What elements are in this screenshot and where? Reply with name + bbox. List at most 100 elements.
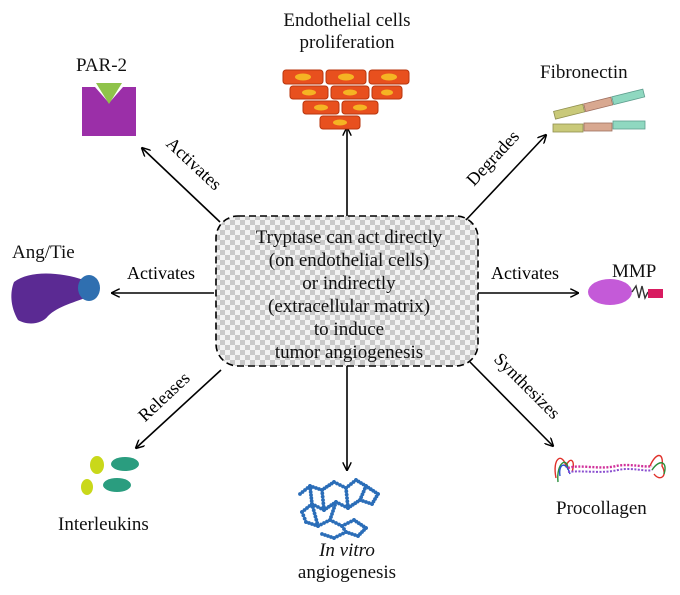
network-bead <box>341 531 345 536</box>
network-bead <box>342 527 346 531</box>
network-bead <box>341 484 345 489</box>
network-bead <box>349 519 353 524</box>
network-bead <box>310 505 315 510</box>
network-bead <box>321 504 326 509</box>
interleukins-label: Interleukins <box>58 514 149 535</box>
network-bead <box>310 522 314 526</box>
network-bead <box>308 490 313 494</box>
network-bead <box>301 513 306 518</box>
network-bead <box>347 531 351 535</box>
network-bead <box>344 530 348 534</box>
network-bead <box>313 514 318 519</box>
network-bead <box>302 516 307 521</box>
procollagen-label: Procollagen <box>556 498 647 519</box>
network-bead <box>319 522 323 527</box>
network-bead <box>307 521 311 525</box>
network-bead <box>312 511 317 516</box>
network-bead <box>308 484 312 488</box>
network-bead <box>343 522 347 527</box>
network-bead <box>322 508 326 512</box>
center-line-6: tumor angiogenesis <box>274 342 424 363</box>
network-bead <box>344 492 349 497</box>
network-bead <box>309 493 313 497</box>
network-bead <box>311 508 316 513</box>
network-bead <box>346 521 350 525</box>
par2-label: PAR-2 <box>76 55 128 76</box>
network-bead <box>314 486 318 490</box>
angtie-label: Ang/Tie <box>12 242 75 263</box>
invitro-label-line1: In vitro <box>319 540 375 561</box>
edge-label-mmp: Activates <box>491 263 559 283</box>
mmp-label: MMP <box>612 261 657 282</box>
network-bead <box>320 488 324 492</box>
network-bead <box>319 506 323 511</box>
center-line-1: Tryptase can act directly <box>255 227 443 248</box>
arrow-to-procollagen <box>469 361 553 446</box>
network-bead <box>321 498 325 502</box>
network-bead <box>356 534 360 538</box>
invitro-label-line2: angiogenesis <box>297 562 397 583</box>
network-bead <box>322 521 326 525</box>
fibronectin-icon <box>552 88 646 133</box>
network-bead <box>338 483 342 487</box>
network-bead <box>329 515 333 519</box>
interleukins-icon <box>81 456 139 495</box>
network-bead <box>321 501 326 506</box>
network-bead <box>329 535 333 539</box>
network-bead <box>331 509 335 513</box>
network-bead <box>364 500 368 504</box>
network-bead <box>345 502 350 507</box>
center-line-5: to induce <box>313 319 385 340</box>
network-bead <box>314 517 319 522</box>
par2-receptor-icon <box>82 83 136 136</box>
edge-label-fibronectin: Degrades <box>462 126 523 189</box>
network-bead <box>337 501 341 506</box>
network-bead <box>340 503 344 507</box>
network-bead <box>353 533 357 537</box>
network-bead <box>310 502 314 506</box>
endothelial-cells-icon <box>282 69 410 130</box>
center-line-2: (on endothelial cells) <box>268 250 430 271</box>
edge-label-par2: Activates <box>162 133 225 194</box>
edge-label-angtie: Activates <box>127 263 195 283</box>
network-bead <box>345 496 349 500</box>
network-bead <box>316 505 320 509</box>
network-bead <box>332 506 336 510</box>
network-bead <box>343 504 347 509</box>
network-bead <box>315 520 320 525</box>
network-bead <box>340 524 344 528</box>
network-bead <box>309 499 314 503</box>
angiogenesis-network-icon <box>298 478 380 540</box>
network-bead <box>334 500 338 504</box>
arrow-to-par2 <box>142 148 221 223</box>
network-bead <box>311 485 315 489</box>
network-bead <box>358 498 362 502</box>
ang-tie-icon <box>11 273 100 324</box>
network-bead <box>335 481 339 486</box>
endothelial-label-line1: Endothelial cells <box>283 10 411 31</box>
network-bead <box>326 534 330 538</box>
center-description: Tryptase can act directly (on endothelia… <box>222 226 476 364</box>
network-bead <box>320 491 325 496</box>
network-bead <box>308 487 313 491</box>
mmp-icon <box>588 279 663 305</box>
network-bead <box>331 519 335 524</box>
network-bead <box>304 520 308 524</box>
network-bead <box>337 522 341 527</box>
network-bead <box>333 503 337 507</box>
network-bead <box>344 486 348 490</box>
endothelial-label: Endothelial cells proliferation <box>268 10 426 54</box>
network-bead <box>330 512 334 516</box>
network-bead <box>309 496 314 500</box>
edge-label-procollagen: Synthesizes <box>490 349 564 423</box>
network-bead <box>320 494 325 499</box>
network-bead <box>350 532 354 536</box>
network-bead <box>323 533 327 537</box>
network-bead <box>335 534 339 539</box>
procollagen-icon <box>554 454 666 483</box>
network-bead <box>367 501 371 505</box>
network-bead <box>338 533 342 537</box>
center-line-4: (extracellular matrix) <box>268 296 430 317</box>
edge-label-interleukins: Releases <box>134 368 194 426</box>
